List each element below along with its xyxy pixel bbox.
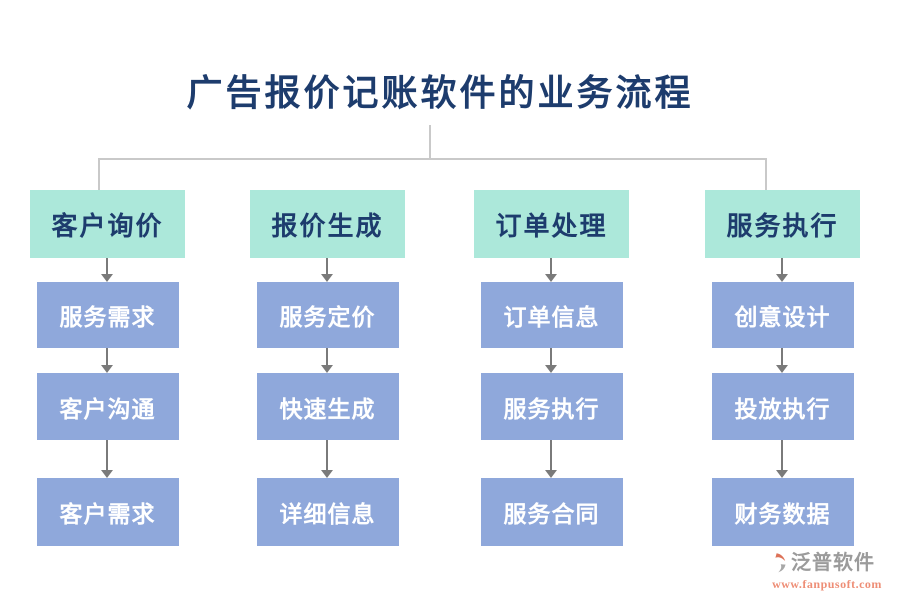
flow-column-order: 订单处理 订单信息 服务执行 服务合同 [474, 190, 629, 546]
connector-right-drop [765, 158, 767, 190]
brand-url: www.fanpusoft.com [772, 577, 882, 591]
step-box: 服务需求 [36, 282, 179, 348]
stage-header: 报价生成 [250, 190, 405, 258]
fanpu-logo-icon [762, 550, 788, 576]
step-box: 服务定价 [256, 282, 399, 348]
stage-header: 服务执行 [705, 190, 860, 258]
down-arrow-icon [320, 440, 334, 478]
brand-name: 泛普软件 [791, 552, 875, 574]
watermark: 泛普软件 www.fanpusoft.com [762, 550, 897, 592]
down-arrow-icon [775, 440, 789, 478]
down-arrow-icon [320, 258, 334, 282]
down-arrow-icon [544, 440, 558, 478]
step-box: 客户需求 [36, 478, 179, 546]
step-box: 客户沟通 [36, 373, 179, 440]
step-box: 服务执行 [480, 373, 623, 440]
connector-left-drop [98, 158, 100, 190]
connector-title-stem [429, 125, 431, 159]
step-box: 快速生成 [256, 373, 399, 440]
stage-header: 订单处理 [474, 190, 629, 258]
step-box: 订单信息 [480, 282, 623, 348]
flow-column-service: 服务执行 创意设计 投放执行 财务数据 [705, 190, 860, 546]
down-arrow-icon [320, 348, 334, 373]
down-arrow-icon [100, 348, 114, 373]
flow-column-quotation: 报价生成 服务定价 快速生成 详细信息 [250, 190, 405, 546]
step-box: 详细信息 [256, 478, 399, 546]
stage-header: 客户询价 [30, 190, 185, 258]
down-arrow-icon [100, 440, 114, 478]
down-arrow-icon [775, 258, 789, 282]
step-box: 投放执行 [711, 373, 854, 440]
flow-column-inquiry: 客户询价 服务需求 客户沟通 客户需求 [30, 190, 185, 546]
page-title: 广告报价记账软件的业务流程 [186, 73, 694, 113]
down-arrow-icon [100, 258, 114, 282]
connector-horizontal [98, 158, 767, 160]
step-box: 创意设计 [711, 282, 854, 348]
step-box: 服务合同 [480, 478, 623, 546]
down-arrow-icon [544, 348, 558, 373]
step-box: 财务数据 [711, 478, 854, 546]
down-arrow-icon [775, 348, 789, 373]
down-arrow-icon [544, 258, 558, 282]
